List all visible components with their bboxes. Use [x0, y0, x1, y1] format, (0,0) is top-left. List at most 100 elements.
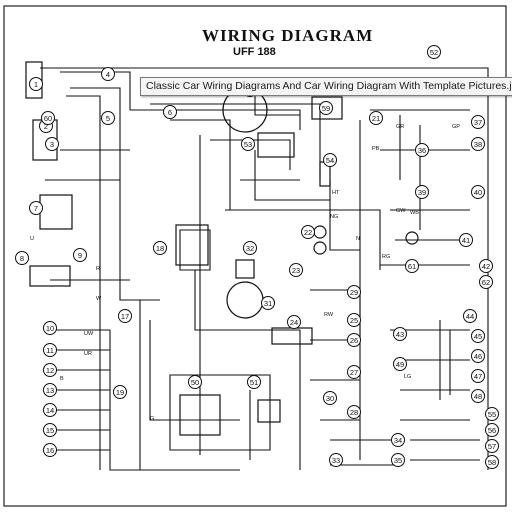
- wire-code-w: W: [96, 296, 102, 302]
- wire-code-lg: LG: [404, 374, 411, 380]
- component-label-40: 40: [471, 185, 485, 199]
- label-number: 45: [474, 332, 482, 341]
- label-number: 18: [156, 244, 164, 253]
- label-number: 13: [46, 386, 54, 395]
- label-circle: [485, 455, 499, 469]
- component-label-52: 52: [427, 45, 441, 59]
- label-circle: [479, 275, 493, 289]
- label-circle: [247, 375, 261, 389]
- component-label-12: 12: [43, 363, 57, 377]
- label-circle: [459, 233, 473, 247]
- label-number: 31: [264, 299, 272, 308]
- label-circle: [29, 201, 43, 215]
- label-circle: [347, 333, 361, 347]
- label-circle: [289, 263, 303, 277]
- diagram-subtitle: UFF 188: [233, 46, 276, 58]
- component-label-25: 25: [347, 313, 361, 327]
- label-number: 10: [46, 324, 54, 333]
- label-number: 37: [474, 118, 482, 127]
- component-label-42: 42: [479, 259, 493, 273]
- wire-code-n: N: [356, 236, 360, 242]
- label-number: 23: [292, 266, 300, 275]
- label-circle: [43, 423, 57, 437]
- label-circle: [15, 251, 29, 265]
- component-label-55: 55: [485, 407, 499, 421]
- component-label-4: 4: [101, 67, 115, 81]
- wire-code-ur: UR: [84, 351, 92, 357]
- label-number: 19: [116, 388, 124, 397]
- component-label-8: 8: [15, 251, 29, 265]
- wire-code-g: G: [150, 416, 154, 422]
- label-number: 29: [350, 288, 358, 297]
- component-labels: 1234567891011121314151617181920212223242…: [15, 45, 499, 469]
- label-number: 11: [46, 346, 54, 355]
- label-number: 25: [350, 316, 358, 325]
- label-number: 9: [78, 251, 82, 260]
- label-number: 38: [474, 140, 482, 149]
- component-label-27: 27: [347, 365, 361, 379]
- label-circle: [485, 439, 499, 453]
- label-circle: [471, 137, 485, 151]
- wire-code-uw: UW: [84, 331, 94, 337]
- component-label-47: 47: [471, 369, 485, 383]
- label-circle: [347, 285, 361, 299]
- label-circle: [463, 309, 477, 323]
- relay-box: [175, 224, 209, 266]
- label-number: 41: [462, 236, 470, 245]
- label-number: 58: [488, 458, 496, 467]
- label-circle: [415, 143, 429, 157]
- component-label-38: 38: [471, 137, 485, 151]
- wire-code-gr: GR: [396, 124, 404, 130]
- label-circle: [43, 363, 57, 377]
- label-number: 17: [121, 312, 129, 321]
- wire-code-ht: HT: [332, 190, 340, 196]
- label-circle: [369, 111, 383, 125]
- label-circle: [45, 137, 59, 151]
- label-number: 56: [488, 426, 496, 435]
- label-circle: [471, 329, 485, 343]
- label-circle: [118, 309, 132, 323]
- component-label-19: 19: [113, 385, 127, 399]
- label-number: 55: [488, 410, 496, 419]
- label-number: 47: [474, 372, 482, 381]
- label-number: 2: [44, 122, 48, 131]
- component-label-31: 31: [261, 296, 275, 310]
- component-label-61: 61: [405, 259, 419, 273]
- label-number: 61: [408, 262, 416, 271]
- label-circle: [471, 349, 485, 363]
- horn-symbol: [257, 399, 281, 423]
- label-circle: [323, 391, 337, 405]
- label-circle: [471, 115, 485, 129]
- component-label-5: 5: [101, 111, 115, 125]
- wire-code-rw: RW: [324, 312, 334, 318]
- label-circle: [43, 343, 57, 357]
- label-number: 8: [20, 254, 24, 263]
- component-label-58: 58: [485, 455, 499, 469]
- switch-panel: [179, 394, 221, 436]
- component-label-59: 59: [319, 101, 333, 115]
- label-circle: [329, 453, 343, 467]
- label-number: 52: [430, 48, 438, 57]
- label-number: 3: [50, 140, 54, 149]
- component-label-24: 24: [287, 315, 301, 329]
- label-number: 49: [396, 360, 404, 369]
- label-circle: [485, 423, 499, 437]
- label-circle: [393, 357, 407, 371]
- label-number: 27: [350, 368, 358, 377]
- label-number: 6: [168, 108, 172, 117]
- component-label-50: 50: [188, 375, 202, 389]
- component-label-34: 34: [391, 433, 405, 447]
- label-circle: [43, 403, 57, 417]
- label-circle: [301, 225, 315, 239]
- label-number: 36: [418, 146, 426, 155]
- component-label-32: 32: [243, 241, 257, 255]
- component-label-36: 36: [415, 143, 429, 157]
- label-number: 33: [332, 456, 340, 465]
- label-circle: [471, 185, 485, 199]
- wire-code-r: R: [96, 266, 100, 272]
- label-circle: [153, 241, 167, 255]
- label-circle: [43, 321, 57, 335]
- component-label-57: 57: [485, 439, 499, 453]
- label-circle: [427, 45, 441, 59]
